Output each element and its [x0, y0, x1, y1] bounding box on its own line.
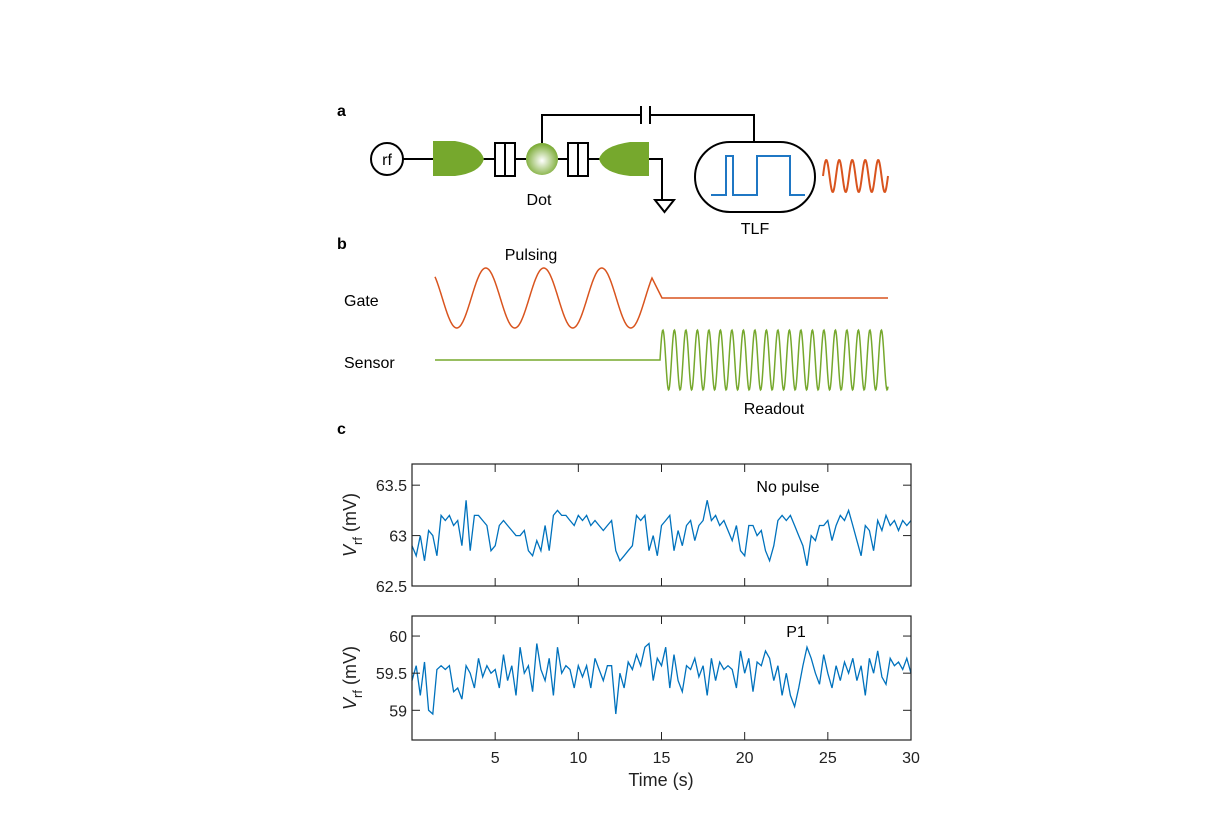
x-tick-label: 25 [819, 750, 837, 767]
trace-line [411, 500, 912, 566]
panel-label-b: b [337, 236, 347, 253]
x-tick-label: 5 [491, 750, 500, 767]
left-barrier [494, 142, 516, 177]
readout-label: Readout [744, 401, 805, 418]
y-tick-label: 63.5 [376, 478, 407, 495]
panel-label-a: a [337, 103, 346, 120]
x-tick-label: 15 [653, 750, 671, 767]
y-tick-label: 63 [389, 529, 407, 546]
trace-line [411, 642, 912, 716]
x-tick-label: 10 [569, 750, 587, 767]
plot-annotation: No pulse [756, 479, 819, 496]
y-axis-label: Vrf (mV) [340, 646, 365, 710]
y-axis-label: Vrf (mV) [340, 493, 365, 557]
right-gate [599, 142, 649, 176]
left-gate [433, 141, 484, 176]
ground-icon [652, 199, 677, 214]
y-tick-label: 59 [389, 703, 407, 720]
rf-source: rf [370, 142, 404, 176]
sensor-label: Sensor [344, 355, 395, 372]
plot-frame [411, 615, 912, 741]
gate-waveform [434, 267, 888, 329]
tlf-box [694, 141, 816, 213]
x-axis-label: Time (s) [628, 770, 693, 790]
tlf-label: TLF [741, 221, 770, 238]
pulsing-label: Pulsing [505, 247, 557, 264]
sensor-waveform [435, 328, 889, 392]
y-tick-label: 59.5 [376, 666, 407, 683]
gate-label: Gate [344, 293, 379, 310]
rf-label: rf [382, 152, 392, 169]
dot-label: Dot [527, 192, 552, 209]
x-tick-label: 20 [736, 750, 754, 767]
y-tick-label: 60 [389, 629, 407, 646]
quantum-dot [526, 143, 558, 175]
y-tick-label: 62.5 [376, 579, 407, 596]
x-tick-label: 30 [902, 750, 920, 767]
right-barrier [567, 142, 589, 177]
tlf-square-wave [711, 155, 805, 196]
circuit-diagram [403, 106, 755, 200]
ac-drive-wave [822, 159, 889, 193]
panel-label-c: c [337, 421, 346, 438]
plot-annotation: P1 [786, 624, 806, 641]
